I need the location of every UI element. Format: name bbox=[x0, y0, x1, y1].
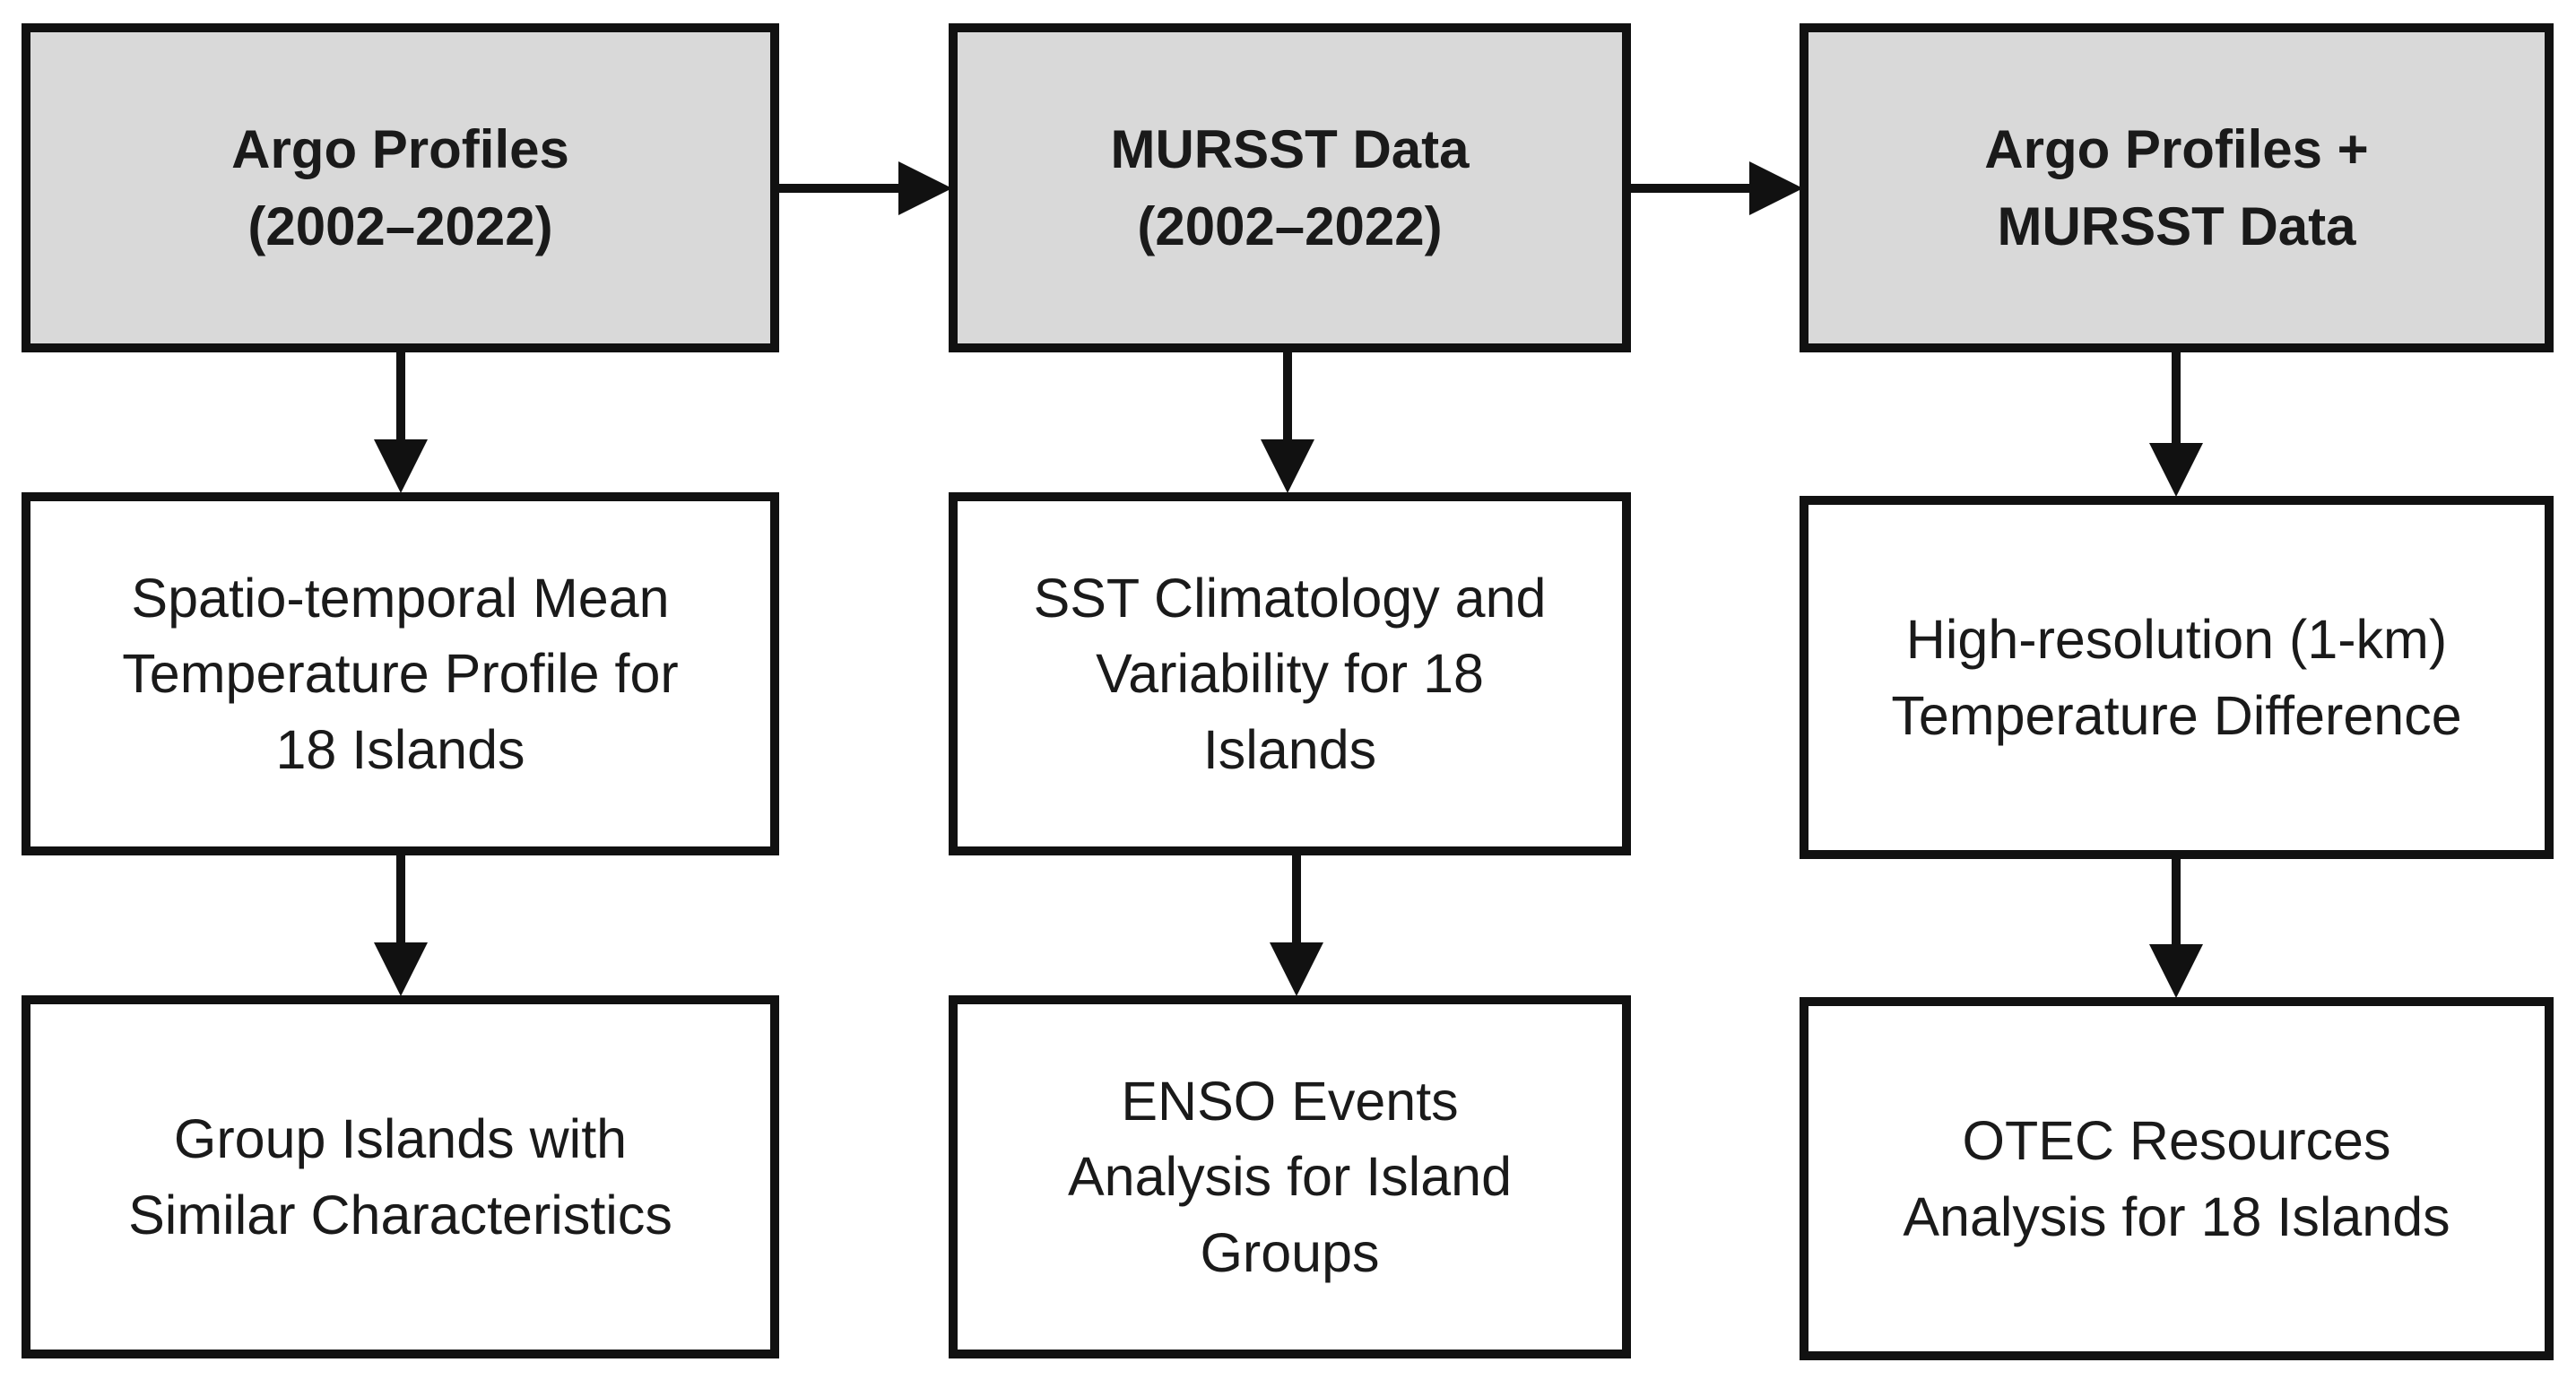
mursst-data-label: MURSST Data (2002–2022) bbox=[1110, 118, 1470, 256]
group-islands-label: Group Islands with Similar Characteristi… bbox=[128, 1108, 672, 1245]
argo-mursst-box: Argo Profiles + MURSST Data bbox=[1800, 23, 2554, 352]
argo-profiles-box: Argo Profiles (2002–2022) bbox=[22, 23, 779, 352]
enso-events-box: ENSO Events Analysis for Island Groups bbox=[949, 995, 1631, 1358]
argo-profiles-label: Argo Profiles (2002–2022) bbox=[231, 118, 569, 256]
otec-resources-box: OTEC Resources Analysis for 18 Islands bbox=[1800, 997, 2554, 1360]
temperature-difference-box: High-resolution (1-km) Temperature Diffe… bbox=[1800, 496, 2554, 859]
enso-events-label: ENSO Events Analysis for Island Groups bbox=[1068, 1071, 1512, 1283]
sst-climatology-box: SST Climatology and Variability for 18 I… bbox=[949, 492, 1631, 855]
group-islands-box: Group Islands with Similar Characteristi… bbox=[22, 995, 779, 1358]
argo-mursst-label: Argo Profiles + MURSST Data bbox=[1984, 118, 2369, 256]
otec-resources-label: OTEC Resources Analysis for 18 Islands bbox=[1903, 1110, 2450, 1247]
mean-temperature-profile-label: Spatio-temporal Mean Temperature Profile… bbox=[122, 568, 679, 780]
mean-temperature-profile-box: Spatio-temporal Mean Temperature Profile… bbox=[22, 492, 779, 855]
sst-climatology-label: SST Climatology and Variability for 18 I… bbox=[1033, 568, 1547, 780]
temperature-difference-label: High-resolution (1-km) Temperature Diffe… bbox=[1891, 609, 2462, 746]
mursst-data-box: MURSST Data (2002–2022) bbox=[949, 23, 1631, 352]
